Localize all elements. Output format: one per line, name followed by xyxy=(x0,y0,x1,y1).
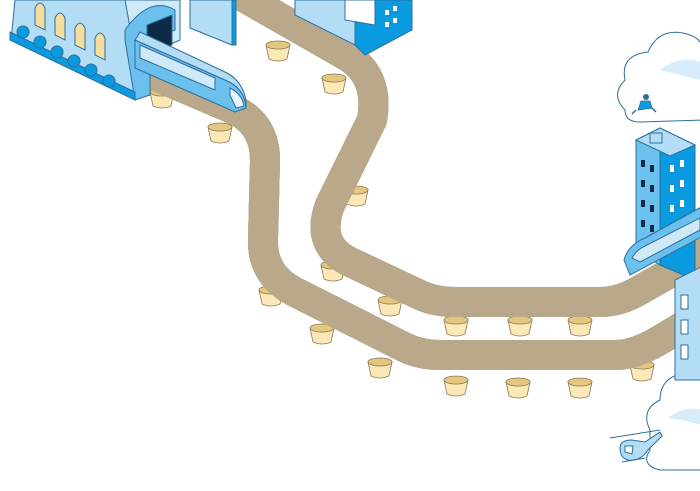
office-building-top xyxy=(294,0,413,56)
trees xyxy=(16,25,116,88)
jetpack-person xyxy=(631,94,657,115)
rail-track-back xyxy=(240,0,700,317)
cloud-bottom-right xyxy=(646,371,700,471)
train-right xyxy=(623,207,700,276)
cloud-top-right xyxy=(617,31,700,123)
building-right xyxy=(674,266,700,381)
train-left xyxy=(134,31,247,113)
rail-track-front xyxy=(115,50,700,370)
helicopter xyxy=(609,429,663,463)
